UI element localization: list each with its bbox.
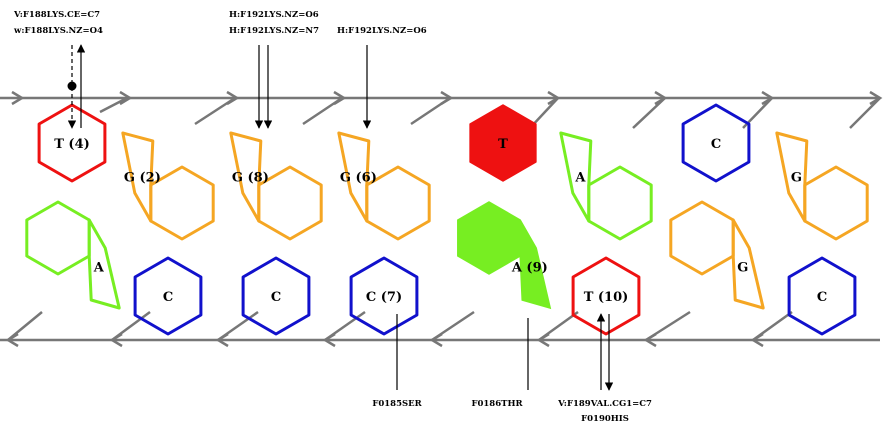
bottom-sugar-link — [538, 310, 579, 342]
base-label: C — [817, 290, 827, 305]
annotation-bottom-3: F0185SER — [372, 399, 422, 409]
top-backbone-arrowhead — [11, 90, 25, 106]
top-sugar-link — [632, 97, 666, 129]
bottom-sugar-link — [111, 310, 151, 342]
purine-five-ring — [87, 218, 121, 310]
purine-five-ring — [337, 131, 371, 223]
purine-six-ring — [803, 165, 869, 241]
annotation-top-2-line1: H:F192LYS.NZ=O6 — [229, 10, 319, 20]
pyrimidine-ring — [571, 256, 641, 336]
bottom-sugar-link — [752, 310, 793, 342]
annotation-top-3-line1: H:F192LYS.NZ=O6 — [337, 26, 427, 36]
annotation-top-0-line2: w:F188LYS.NZ=O4 — [13, 26, 103, 36]
base-label: C — [271, 290, 281, 305]
bottom-base-5-t: T (10) — [571, 256, 641, 336]
bottom-base-7-c: C — [787, 256, 857, 336]
contact-dot-top-0 — [67, 81, 77, 91]
base-label: T (4) — [54, 137, 90, 152]
top-base-2-g: G (8) — [229, 131, 323, 241]
base-label: G (6) — [340, 171, 377, 186]
bottom-sugar-link — [7, 311, 43, 341]
purine-five-ring — [559, 131, 593, 223]
bottom-base-1-c: C — [133, 256, 203, 336]
pyrimidine-ring — [133, 256, 203, 336]
top-base-7-g: G — [775, 131, 869, 241]
purine-five-ring — [121, 131, 155, 223]
bottom-base-2-c: C — [241, 256, 311, 336]
base-label: T — [498, 137, 508, 152]
top-sugar-link — [194, 96, 236, 126]
top-sugar-link — [302, 96, 343, 126]
bottom-base-4-a: A (9) — [457, 201, 552, 310]
base-label: G (2) — [124, 171, 161, 186]
top-strand-bases: T (4) G (2) G (8) G (6) T A C G — [37, 103, 869, 241]
top-strand-backbone — [0, 90, 883, 129]
base-label: G — [737, 260, 748, 275]
annotation-bottom-5-line2: F0190HIS — [581, 414, 629, 424]
top-sugar-link — [410, 96, 451, 126]
top-base-6-c: C — [681, 103, 751, 183]
top-base-5-a: A — [559, 131, 653, 241]
bottom-base-3-c: C (7) — [349, 256, 419, 336]
bottom-sugar-link — [217, 310, 259, 342]
pyrimidine-ring — [787, 256, 857, 336]
bottom-base-6-g: G — [669, 200, 765, 310]
bottom-strand-backbone — [0, 310, 880, 348]
pyrimidine-ring — [241, 256, 311, 336]
base-label: C (7) — [366, 290, 402, 305]
top-base-4-t: T — [469, 104, 537, 182]
annotation-top-2-line2: H:F192LYS.NZ=N7 — [229, 26, 319, 36]
base-label: A — [93, 260, 105, 275]
pyrimidine-ring — [37, 103, 107, 183]
purine-six-ring — [25, 200, 91, 276]
base-label: T (10) — [584, 290, 629, 305]
annotation-labels: V:F188LYS.CE=C7 w:F188LYS.NZ=O4 H:F192LY… — [13, 10, 652, 424]
base-label: G (8) — [232, 171, 269, 186]
bottom-strand-bases: A C C C (7) A (9) T (10) G C — [25, 200, 857, 336]
top-sugar-link — [99, 96, 128, 114]
pyrimidine-ring — [469, 104, 537, 182]
annotation-bottom-5-line1: V:F189VAL.CG1=C7 — [557, 399, 652, 409]
base-label: G — [791, 171, 802, 186]
base-label: A — [574, 171, 586, 186]
pyrimidine-ring — [349, 256, 419, 336]
purine-ring — [457, 201, 552, 310]
purine-five-ring — [731, 218, 765, 310]
annotation-bottom-4: F0186THR — [471, 399, 523, 409]
base-label: C — [163, 290, 173, 305]
purine-five-ring — [229, 131, 263, 223]
purine-six-ring — [669, 200, 735, 276]
base-label: C — [711, 137, 721, 152]
annotation-top-0-line1: V:F188LYS.CE=C7 — [13, 10, 100, 20]
top-base-1-g: G (2) — [121, 131, 215, 241]
top-backbone-arrowhead — [119, 90, 133, 106]
contact-lines — [67, 44, 614, 391]
purine-six-ring — [587, 165, 653, 241]
purine-five-ring — [775, 131, 809, 223]
top-sugar-link — [849, 97, 881, 129]
top-base-3-g: G (6) — [337, 131, 431, 241]
bottom-sugar-link — [324, 310, 366, 342]
bottom-sugar-link — [645, 310, 691, 342]
pyrimidine-ring — [681, 103, 751, 183]
bottom-base-0-a: A — [25, 200, 121, 310]
top-base-0-t: T (4) — [37, 103, 107, 183]
base-label: A (9) — [511, 260, 548, 275]
bottom-sugar-link — [431, 310, 475, 342]
